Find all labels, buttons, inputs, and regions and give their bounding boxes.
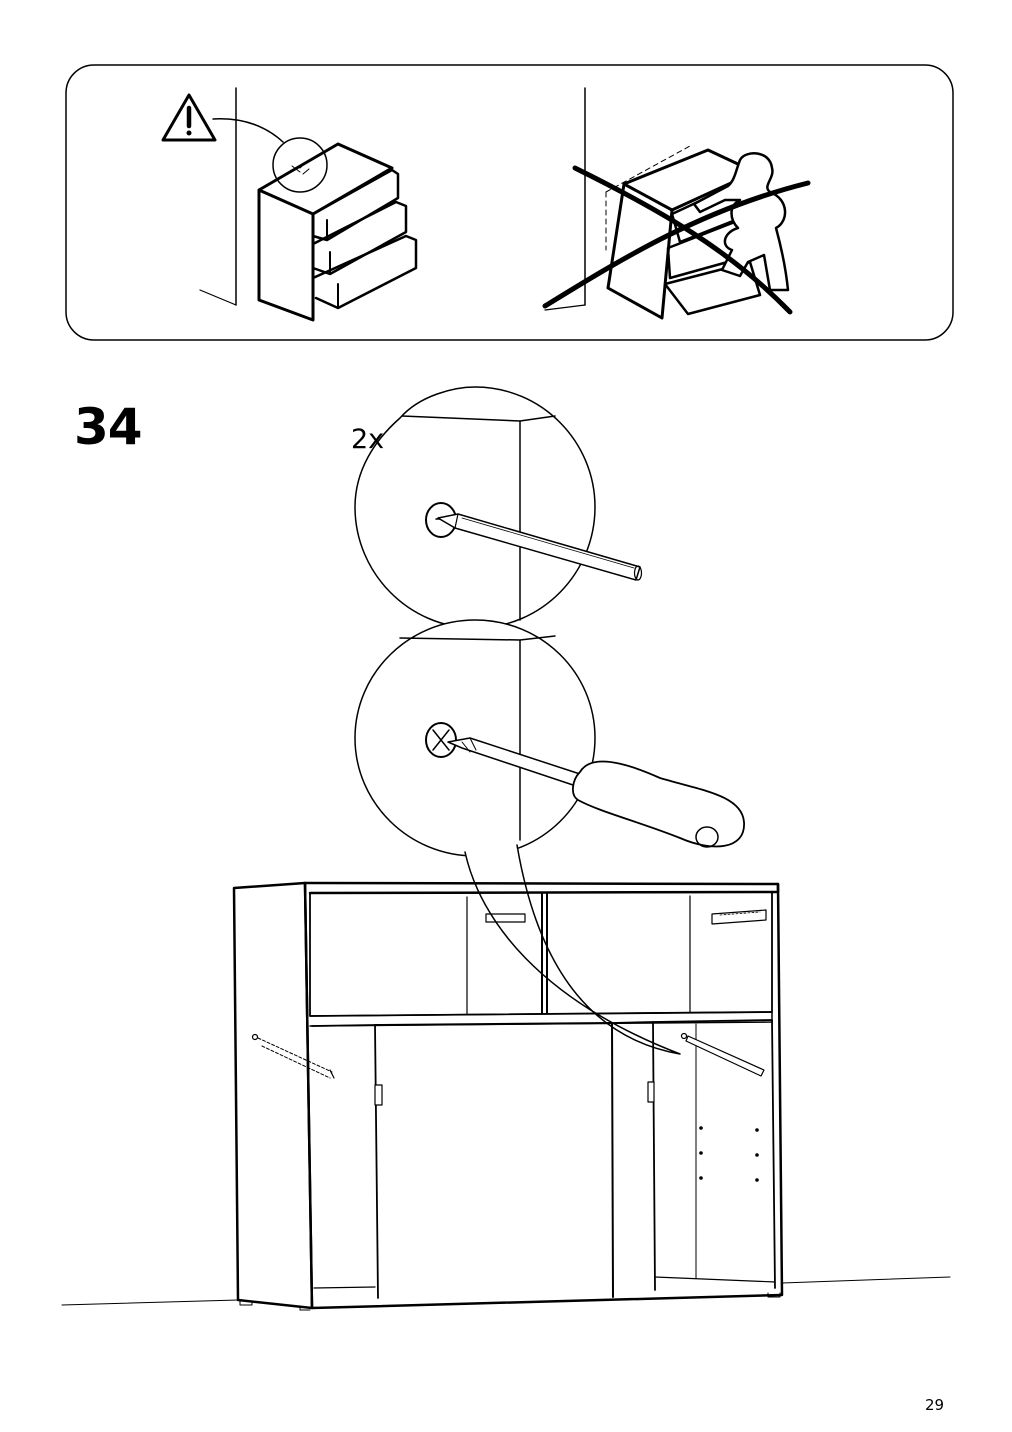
climbing-person-figure: [692, 152, 790, 292]
screw-icon: [251, 1033, 335, 1079]
cabinet-illustration: [61, 881, 951, 1311]
warning-panel-frame: [65, 64, 954, 341]
detail-magnifier: [272, 137, 328, 193]
quantity-label: 2x: [351, 424, 385, 455]
screw-detail-circle: [354, 386, 643, 629]
step-number: 34: [74, 398, 143, 456]
page-number: 29: [925, 1396, 945, 1414]
callout-pointer: [464, 844, 681, 1055]
correct-usage-illustration: [199, 87, 418, 322]
screwdriver-detail-circle: [354, 619, 745, 857]
screw-icon: [680, 1032, 765, 1077]
safety-warning-panel: [65, 64, 954, 341]
screwdriver-icon: [447, 737, 745, 848]
warning-triangle-icon: [161, 93, 217, 142]
screw-icon: [437, 513, 643, 581]
crossed-out-icon: [542, 180, 811, 309]
incorrect-usage-illustration: [542, 87, 811, 320]
